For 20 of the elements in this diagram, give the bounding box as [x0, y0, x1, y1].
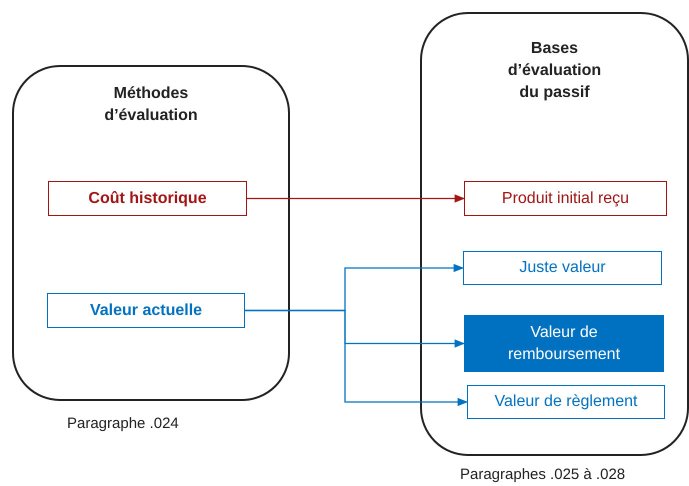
arrow — [247, 194, 466, 203]
reference-note: Paragraphes .025 à .028 — [460, 466, 626, 483]
box-label: Valeur actuelle — [88, 300, 204, 320]
text-box — [47, 293, 245, 328]
text-box — [48, 181, 247, 216]
group-heading: Bases d’évaluation du passif — [506, 39, 602, 103]
group-heading: Méthodes d’évaluation — [103, 84, 199, 126]
group-panel — [12, 65, 290, 401]
box-label: Valeur de règlement — [494, 392, 638, 412]
box-label: Produit initial reçu — [500, 188, 630, 208]
reference-note: Paragraphe .024 — [67, 415, 179, 432]
arrow — [245, 310, 468, 406]
box-label: Valeur de remboursement — [506, 322, 622, 364]
highlighted-box — [464, 315, 664, 372]
group-panel — [420, 12, 689, 456]
text-box — [467, 385, 665, 419]
box-label: Juste valeur — [518, 258, 607, 278]
box-label: Coût historique — [87, 188, 208, 208]
text-box — [464, 181, 667, 216]
text-box — [463, 251, 662, 285]
